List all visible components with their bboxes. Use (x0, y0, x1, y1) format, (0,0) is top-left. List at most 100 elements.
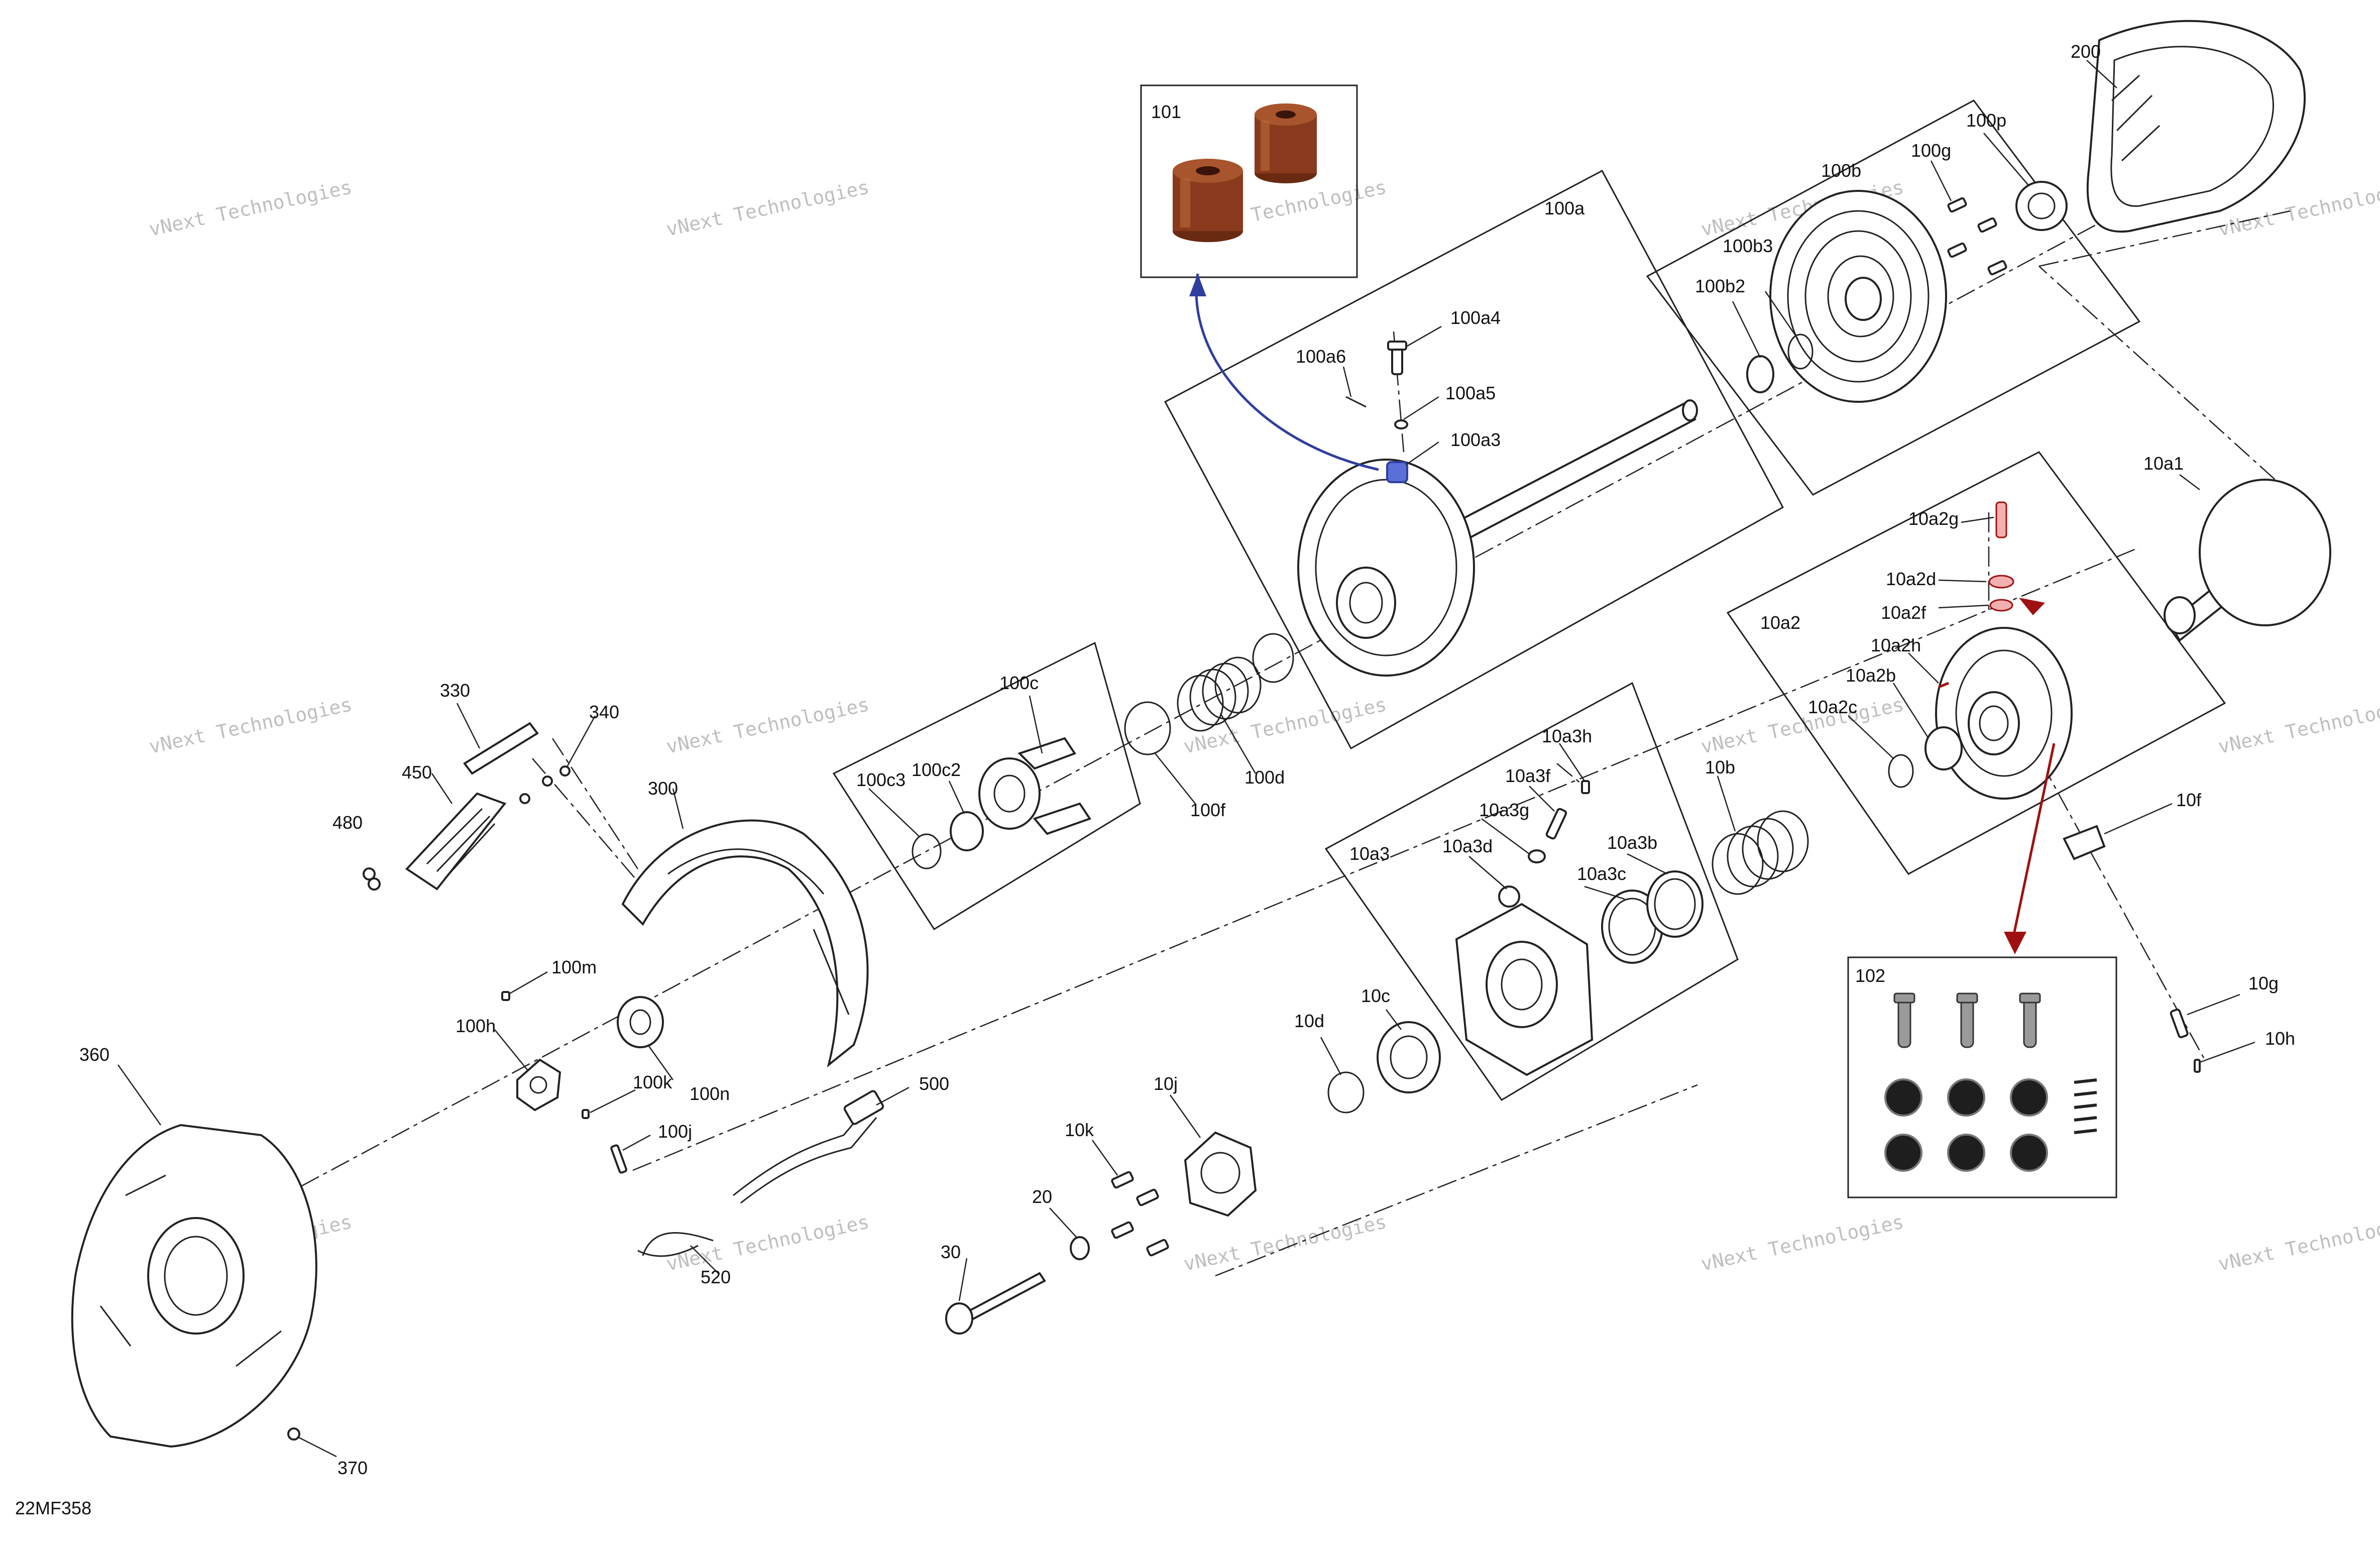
watermark-stamp: vNext Technologies (2216, 693, 2380, 758)
label-100g: 100g (1911, 140, 1951, 161)
label-10a2b: 10a2b (1846, 665, 1896, 686)
label-10h: 10h (2265, 1028, 2295, 1049)
screw-10h (2194, 1059, 2201, 1073)
label-10a2c: 10a2c (1808, 697, 1857, 717)
label-100c3: 100c3 (856, 769, 905, 790)
washer-20 (1070, 1236, 1090, 1260)
label-100h: 100h (456, 1016, 496, 1036)
watermark-stamp: vNext Technologies (664, 176, 871, 241)
label-10a3d: 10a3d (1442, 836, 1493, 856)
label-100a4: 100a4 (1450, 307, 1501, 328)
ring-100d (1252, 633, 1294, 683)
label-10a3g: 10a3g (1479, 800, 1529, 820)
bolt-100j (610, 1144, 628, 1174)
bolt-30 (945, 1272, 1046, 1335)
label-10a2d: 10a2d (1886, 569, 1936, 589)
label-10a2h: 10a2h (1871, 635, 1921, 655)
washer-100f (1124, 701, 1171, 755)
rings-100b2-100b3 (1746, 334, 1814, 393)
watermark-stamp: vNext Technologies (664, 693, 871, 758)
label-100a5: 100a5 (1445, 383, 1496, 403)
watermark-stamp: vNext Technologies (664, 1210, 871, 1275)
spider-10a3 (1455, 903, 1594, 1076)
housing-360 (71, 1124, 317, 1448)
ring-10a3b (1646, 870, 1704, 938)
label-100a6: 100a6 (1296, 346, 1346, 367)
label-100c: 100c (999, 673, 1039, 693)
screws-10k (1111, 1171, 1169, 1257)
label-100b2: 100b2 (1695, 276, 1745, 296)
watermark-text: vNext Technologies (1699, 693, 1906, 758)
label-100k: 100k (633, 1072, 672, 1092)
spring-100d (1177, 656, 1262, 732)
spring-10b (1712, 810, 1809, 895)
label-10a3b: 10a3b (1607, 832, 1657, 853)
washer-10a3g (1528, 849, 1546, 863)
pin-100k (582, 1109, 590, 1119)
group-box-100c (832, 641, 1141, 931)
label-10j: 10j (1154, 1073, 1178, 1094)
drive-belt (2086, 20, 2306, 233)
bearing-100p (2015, 181, 2068, 231)
sheave-100b (1769, 190, 1947, 403)
label-10a3f: 10a3f (1505, 765, 1551, 786)
label-100a: 100a (1544, 198, 1585, 218)
callout-arrow-101 (1195, 273, 1379, 471)
label-10a3: 10a3 (1349, 843, 1390, 864)
label-100a3: 100a3 (1450, 429, 1501, 450)
label-480: 480 (332, 812, 363, 833)
watermark-text: vNext Technologies (2216, 693, 2380, 758)
label-500: 500 (919, 1073, 949, 1094)
clip-10a2c (1888, 754, 1914, 788)
harness-500 (733, 1090, 884, 1204)
washer-100n (617, 996, 664, 1048)
group-box-10a2 (1726, 451, 2226, 875)
callout-arrowhead-101 (1189, 274, 1206, 296)
diagram-code: 22MF358 (15, 1498, 91, 1518)
assembly-axes (180, 115, 2301, 1277)
screw-100m (501, 991, 510, 1001)
clip-520 (637, 1232, 714, 1257)
watermark-text: vNext Technologies (1699, 1210, 1906, 1275)
label-370: 370 (337, 1458, 368, 1478)
detail-102-contents (1884, 992, 2097, 1172)
roller-10a3d (1498, 886, 1520, 908)
nuts-480 (363, 867, 381, 891)
watermark-text: vNext Technologies (664, 693, 871, 758)
watermark-text: vNext Technologies (664, 1210, 871, 1275)
label-10f: 10f (2176, 790, 2202, 810)
label-100b: 100b (1821, 160, 1861, 181)
parts-10a2d-10a2g (1938, 501, 2014, 689)
label-520: 520 (701, 1267, 731, 1287)
label-340: 340 (589, 702, 619, 722)
slider-10f (2063, 825, 2106, 860)
label-101: 101 (1151, 101, 1181, 122)
nut-100h (516, 1058, 561, 1112)
label-10a2: 10a2 (1760, 612, 1800, 633)
clip-100c3 (912, 833, 942, 869)
bracket-330 (463, 722, 539, 775)
plate-450 (405, 792, 507, 891)
label-102: 102 (1855, 965, 1885, 986)
label-100c2: 100c2 (912, 759, 961, 780)
group-box-100b (1646, 99, 2141, 496)
callout-arrowhead-10a2 (2019, 598, 2045, 615)
bushing-10a2b (1924, 726, 1963, 770)
spider-100c (978, 737, 1092, 835)
group-box-10a3 (1324, 682, 1739, 1101)
label-10c: 10c (1361, 985, 1390, 1006)
nut-370 (287, 1427, 300, 1441)
label-10k: 10k (1065, 1120, 1094, 1140)
belt-guard-300 (621, 819, 869, 1068)
label-330: 330 (440, 680, 470, 701)
sheave-10a1 (2164, 479, 2331, 642)
sheave-100a (1297, 459, 1475, 677)
label-100n: 100n (690, 1083, 730, 1104)
label-200: 200 (2071, 41, 2101, 62)
sheave-10a2 (1935, 627, 2073, 800)
leader-lines (117, 60, 2255, 1458)
label-300: 300 (648, 778, 678, 799)
parts-100a3-100a6 (1345, 341, 1408, 483)
label-100m: 100m (551, 957, 597, 977)
